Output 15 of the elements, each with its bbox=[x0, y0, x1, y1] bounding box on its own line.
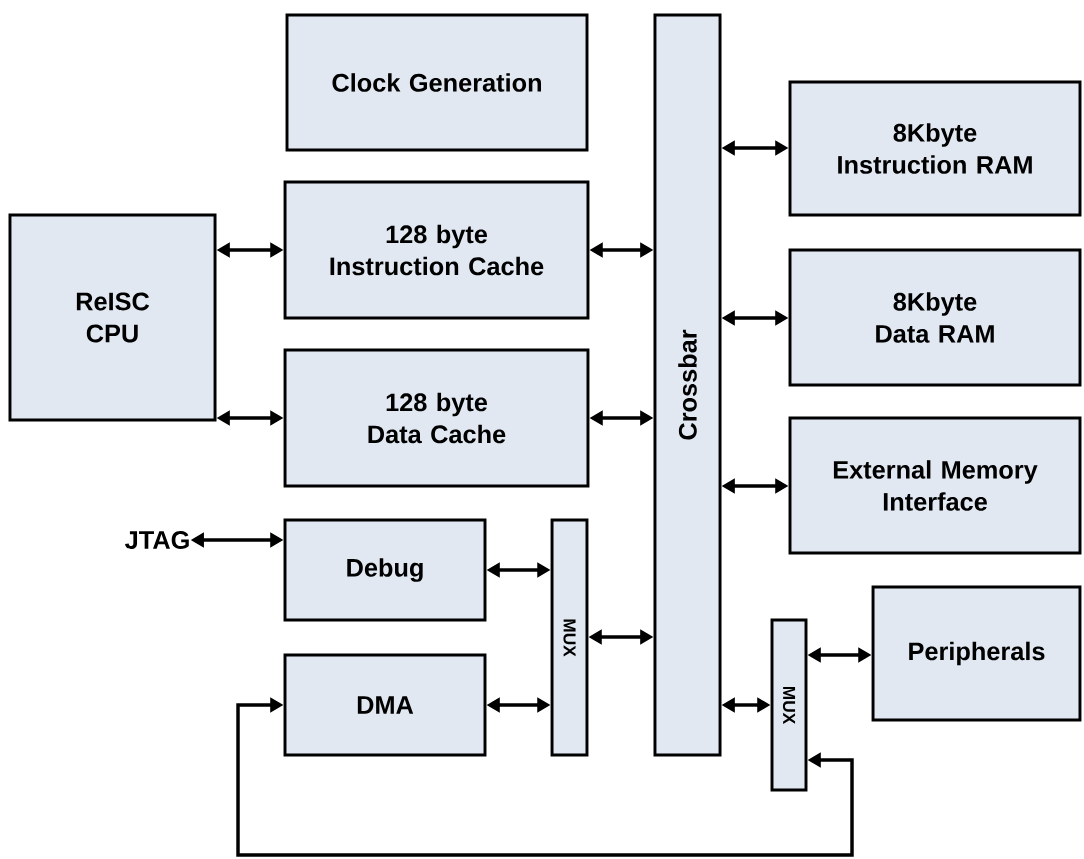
port-label: JTAG bbox=[125, 531, 189, 549]
arrow bbox=[236, 697, 854, 857]
block-box: 128 byte Data Cache bbox=[283, 348, 590, 488]
block-box: External Memory Interface bbox=[788, 416, 1082, 555]
block-box: 128 byte Instruction Cache bbox=[283, 180, 590, 320]
block-box: 8Kbyte Data RAM bbox=[788, 248, 1082, 387]
block-box: 8Kbyte Instruction RAM bbox=[788, 80, 1082, 217]
block-box: Clock Generation bbox=[285, 13, 589, 152]
crossbar-bar: Crossbar bbox=[653, 13, 722, 757]
mux-bar: MUX bbox=[770, 618, 808, 792]
block-box: Debug bbox=[283, 518, 487, 622]
mux-bar: MUX bbox=[550, 518, 589, 757]
block-box: DMA bbox=[283, 653, 487, 757]
block-box: Peripherals bbox=[871, 585, 1082, 722]
block-box: ReISC CPU bbox=[8, 213, 217, 422]
